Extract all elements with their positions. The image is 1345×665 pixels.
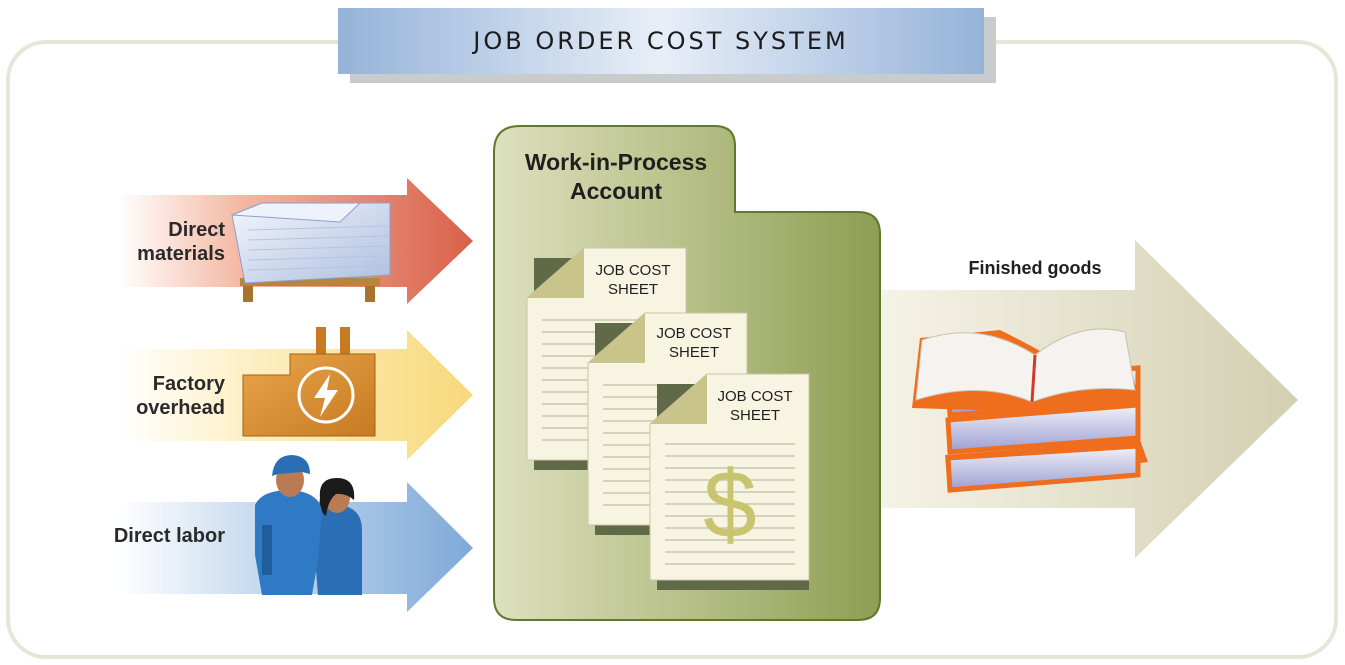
lightning-icon: [297, 366, 355, 424]
factory-overhead-label: Factory overhead: [136, 373, 225, 419]
job-cost-sheet-label-3: JOB COST SHEET: [717, 388, 793, 424]
job-cost-sheet-3: [649, 373, 810, 590]
finished-goods-label: Finished goods: [968, 258, 1102, 278]
job-cost-sheet-label-2: JOB COST SHEET: [656, 325, 732, 361]
direct-materials-label: Direct materials: [137, 219, 225, 265]
workers-icon: [255, 455, 362, 595]
dollar-icon: $: [703, 451, 757, 558]
direct-labor-label: Direct labor: [113, 525, 225, 547]
page-title: Job Order Cost System: [473, 27, 849, 55]
paper-stack-icon: [231, 202, 391, 302]
wip-title: Work-in-Process Account: [524, 149, 708, 204]
books-icon: [912, 328, 1148, 493]
title-box: Job Order Cost System: [338, 8, 984, 74]
job-cost-sheet-label-1: JOB COST SHEET: [595, 262, 671, 298]
factory-icon: [242, 327, 376, 437]
title-banner: Job Order Cost System: [338, 8, 996, 83]
